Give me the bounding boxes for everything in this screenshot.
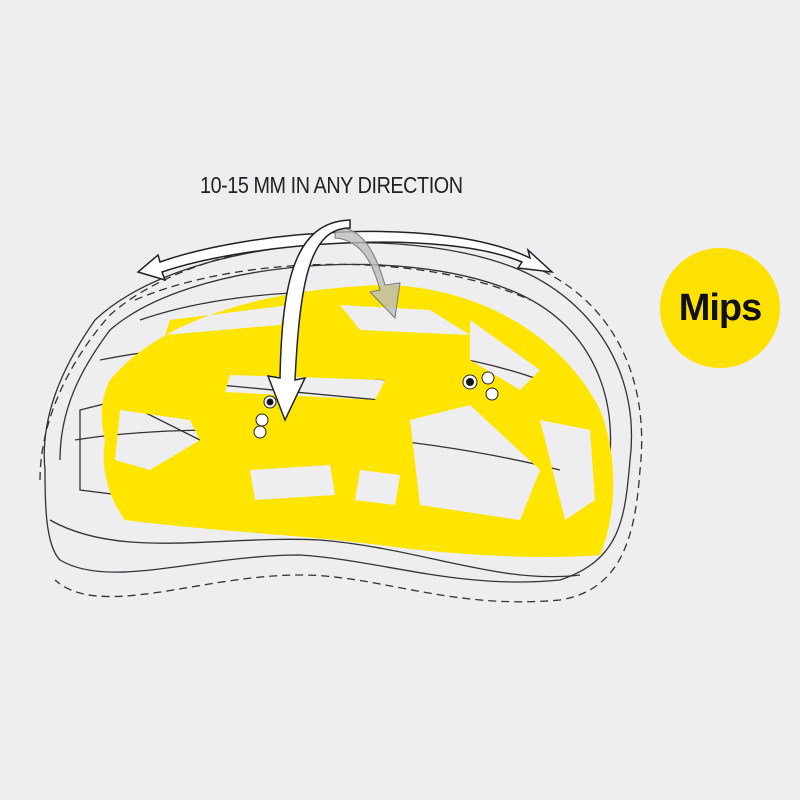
helmet-shell-outline bbox=[43, 242, 633, 583]
anchor-points bbox=[253, 371, 499, 439]
helmet-shell-lower bbox=[49, 519, 581, 578]
rotation-arrow-white bbox=[266, 219, 351, 422]
mips-liner bbox=[101, 285, 614, 557]
movement-caption: 10-15 MM IN ANY DIRECTION bbox=[200, 172, 463, 198]
mips-logo-badge: Mips bbox=[660, 248, 780, 368]
rotation-arrow-grey bbox=[334, 227, 401, 320]
double-arrow bbox=[136, 230, 555, 282]
helmet-shell-dashed bbox=[39, 237, 643, 603]
helmet-shell-inner bbox=[59, 263, 612, 461]
mips-logo-text: Mips bbox=[678, 286, 763, 329]
